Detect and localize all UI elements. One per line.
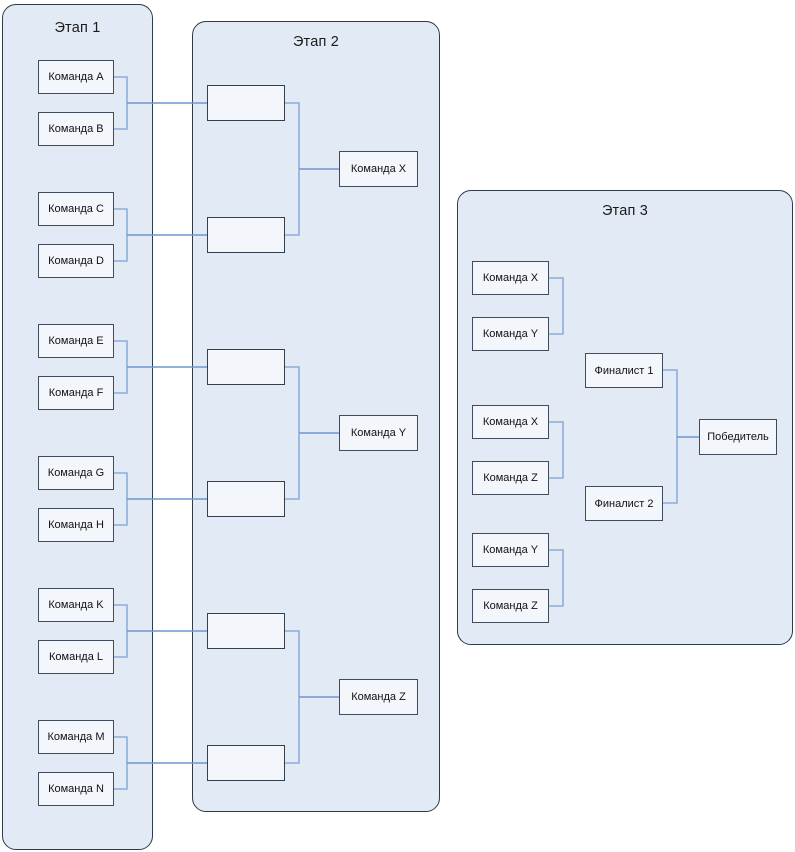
- match-node[interactable]: [207, 481, 285, 517]
- match-node[interactable]: [207, 217, 285, 253]
- stage-1-title: Этап 1: [54, 20, 101, 36]
- finalist-node[interactable]: Финалист 2: [585, 486, 663, 521]
- team-node[interactable]: Команда B: [38, 112, 114, 146]
- stage3-team-node[interactable]: Команда X: [472, 405, 549, 439]
- stage3-team-node[interactable]: Команда Y: [472, 533, 549, 567]
- stage3-team-node[interactable]: Команда Z: [472, 461, 549, 495]
- team-node[interactable]: Команда F: [38, 376, 114, 410]
- match-node[interactable]: [207, 349, 285, 385]
- stage2-winner-node[interactable]: Команда Y: [339, 415, 418, 451]
- stage2-winner-node[interactable]: Команда Z: [339, 679, 418, 715]
- team-node[interactable]: Команда M: [38, 720, 114, 754]
- stage3-team-node[interactable]: Команда Z: [472, 589, 549, 623]
- team-node[interactable]: Команда A: [38, 60, 114, 94]
- team-node[interactable]: Команда G: [38, 456, 114, 490]
- finalist-node[interactable]: Финалист 1: [585, 353, 663, 388]
- stage3-team-node[interactable]: Команда X: [472, 261, 549, 295]
- winner-node[interactable]: Победитель: [699, 419, 777, 455]
- match-node[interactable]: [207, 85, 285, 121]
- stage2-winner-node[interactable]: Команда X: [339, 151, 418, 187]
- team-node[interactable]: Команда D: [38, 244, 114, 278]
- match-node[interactable]: [207, 745, 285, 781]
- team-node[interactable]: Команда L: [38, 640, 114, 674]
- team-node[interactable]: Команда H: [38, 508, 114, 542]
- team-node[interactable]: Команда C: [38, 192, 114, 226]
- match-node[interactable]: [207, 613, 285, 649]
- stage3-team-node[interactable]: Команда Y: [472, 317, 549, 351]
- team-node[interactable]: Команда K: [38, 588, 114, 622]
- stage-3-title: Этап 3: [601, 203, 649, 219]
- team-node[interactable]: Команда N: [38, 772, 114, 806]
- stage-2-title: Этап 2: [292, 34, 340, 50]
- team-node[interactable]: Команда E: [38, 324, 114, 358]
